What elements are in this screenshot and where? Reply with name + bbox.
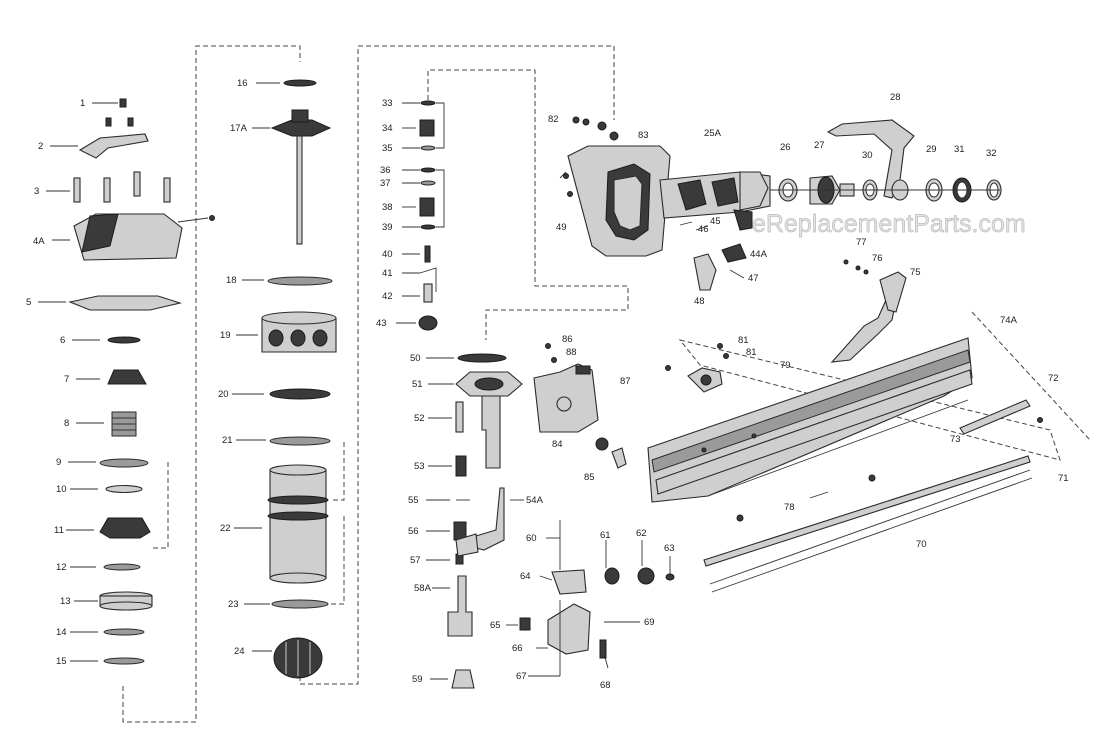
label-31: 31 <box>954 144 965 155</box>
label-10: 10 <box>56 484 67 495</box>
label-34: 34 <box>382 123 393 134</box>
label-36: 36 <box>380 165 391 176</box>
label-82: 82 <box>548 114 559 125</box>
label-64: 64 <box>520 571 531 582</box>
label-53: 53 <box>414 461 425 472</box>
trigger-group-parts <box>506 520 675 677</box>
label-66: 66 <box>512 643 523 654</box>
label-1: 1 <box>80 98 85 109</box>
label-49: 49 <box>556 222 567 233</box>
label-77: 77 <box>856 237 867 248</box>
label-47: 47 <box>748 273 759 284</box>
label-55: 55 <box>408 495 419 506</box>
label-40: 40 <box>382 249 393 260</box>
label-86: 86 <box>562 334 573 345</box>
label-44A: 44A <box>750 249 768 260</box>
label-20: 20 <box>218 389 229 400</box>
label-26: 26 <box>780 142 791 153</box>
label-88: 88 <box>566 347 577 358</box>
label-67: 67 <box>516 671 527 682</box>
label-41: 41 <box>382 268 393 279</box>
label-87: 87 <box>620 376 631 387</box>
label-28: 28 <box>890 92 901 103</box>
label-79: 79 <box>780 360 791 371</box>
column-2-parts <box>232 79 337 679</box>
label-23: 23 <box>228 599 239 610</box>
label-69: 69 <box>644 617 655 628</box>
column-3-parts <box>396 100 524 689</box>
label-60: 60 <box>526 533 537 544</box>
label-50: 50 <box>410 353 421 364</box>
label-15: 15 <box>56 656 67 667</box>
callout-labels: 1 2 3 4A 5 6 7 8 9 10 11 12 13 14 15 16 … <box>26 78 1069 691</box>
label-61: 61 <box>600 530 611 541</box>
label-58A: 58A <box>414 583 432 594</box>
label-37: 37 <box>380 178 391 189</box>
label-27: 27 <box>814 140 825 151</box>
label-24: 24 <box>234 646 245 657</box>
label-14: 14 <box>56 627 67 638</box>
label-6: 6 <box>60 335 65 346</box>
label-71: 71 <box>1058 473 1069 484</box>
label-21: 21 <box>222 435 233 446</box>
label-81a: 81 <box>738 335 749 346</box>
label-16: 16 <box>237 78 248 89</box>
label-73: 73 <box>950 434 961 445</box>
label-70: 70 <box>916 539 927 550</box>
label-32: 32 <box>986 148 997 159</box>
label-75: 75 <box>910 267 921 278</box>
label-83: 83 <box>638 130 649 141</box>
label-33: 33 <box>382 98 393 109</box>
label-5: 5 <box>26 297 31 308</box>
label-30: 30 <box>862 150 873 161</box>
label-19: 19 <box>220 330 231 341</box>
label-18: 18 <box>226 275 237 286</box>
label-46: 46 <box>698 224 709 235</box>
nose-and-magazine <box>533 259 1043 593</box>
body-housing <box>559 116 771 291</box>
label-51: 51 <box>412 379 423 390</box>
label-25A: 25A <box>704 128 722 139</box>
label-84: 84 <box>552 439 563 450</box>
label-11: 11 <box>54 525 64 536</box>
label-48: 48 <box>694 296 705 307</box>
label-13: 13 <box>60 596 71 607</box>
label-68: 68 <box>600 680 611 691</box>
column-1-parts <box>38 98 215 665</box>
label-22: 22 <box>220 523 231 534</box>
label-12: 12 <box>56 562 67 573</box>
label-57: 57 <box>410 555 421 566</box>
label-7: 7 <box>64 374 69 385</box>
label-76: 76 <box>872 253 883 264</box>
label-39: 39 <box>382 222 393 233</box>
exhaust-deflector-parts <box>770 119 1002 205</box>
label-42: 42 <box>382 291 393 302</box>
label-72: 72 <box>1048 373 1059 384</box>
label-35: 35 <box>382 143 393 154</box>
label-65: 65 <box>490 620 501 631</box>
label-59: 59 <box>412 674 423 685</box>
label-38: 38 <box>382 202 393 213</box>
label-2: 2 <box>38 141 43 152</box>
label-78: 78 <box>784 502 795 513</box>
label-74A: 74A <box>1000 315 1018 326</box>
label-52: 52 <box>414 413 425 424</box>
label-9: 9 <box>56 457 61 468</box>
label-54A: 54A <box>526 495 544 506</box>
label-56: 56 <box>408 526 419 537</box>
label-43: 43 <box>376 318 387 329</box>
label-81b: 81 <box>746 347 757 358</box>
label-62: 62 <box>636 528 647 539</box>
dashed-grouping-lines <box>122 45 1091 723</box>
label-17A: 17A <box>230 123 248 134</box>
label-85: 85 <box>584 472 595 483</box>
label-8: 8 <box>64 418 69 429</box>
label-45: 45 <box>710 216 721 227</box>
label-29: 29 <box>926 144 937 155</box>
label-4A: 4A <box>33 236 45 247</box>
label-3: 3 <box>34 186 39 197</box>
watermark: eReplacementParts.com <box>752 210 1026 238</box>
label-63: 63 <box>664 543 675 554</box>
